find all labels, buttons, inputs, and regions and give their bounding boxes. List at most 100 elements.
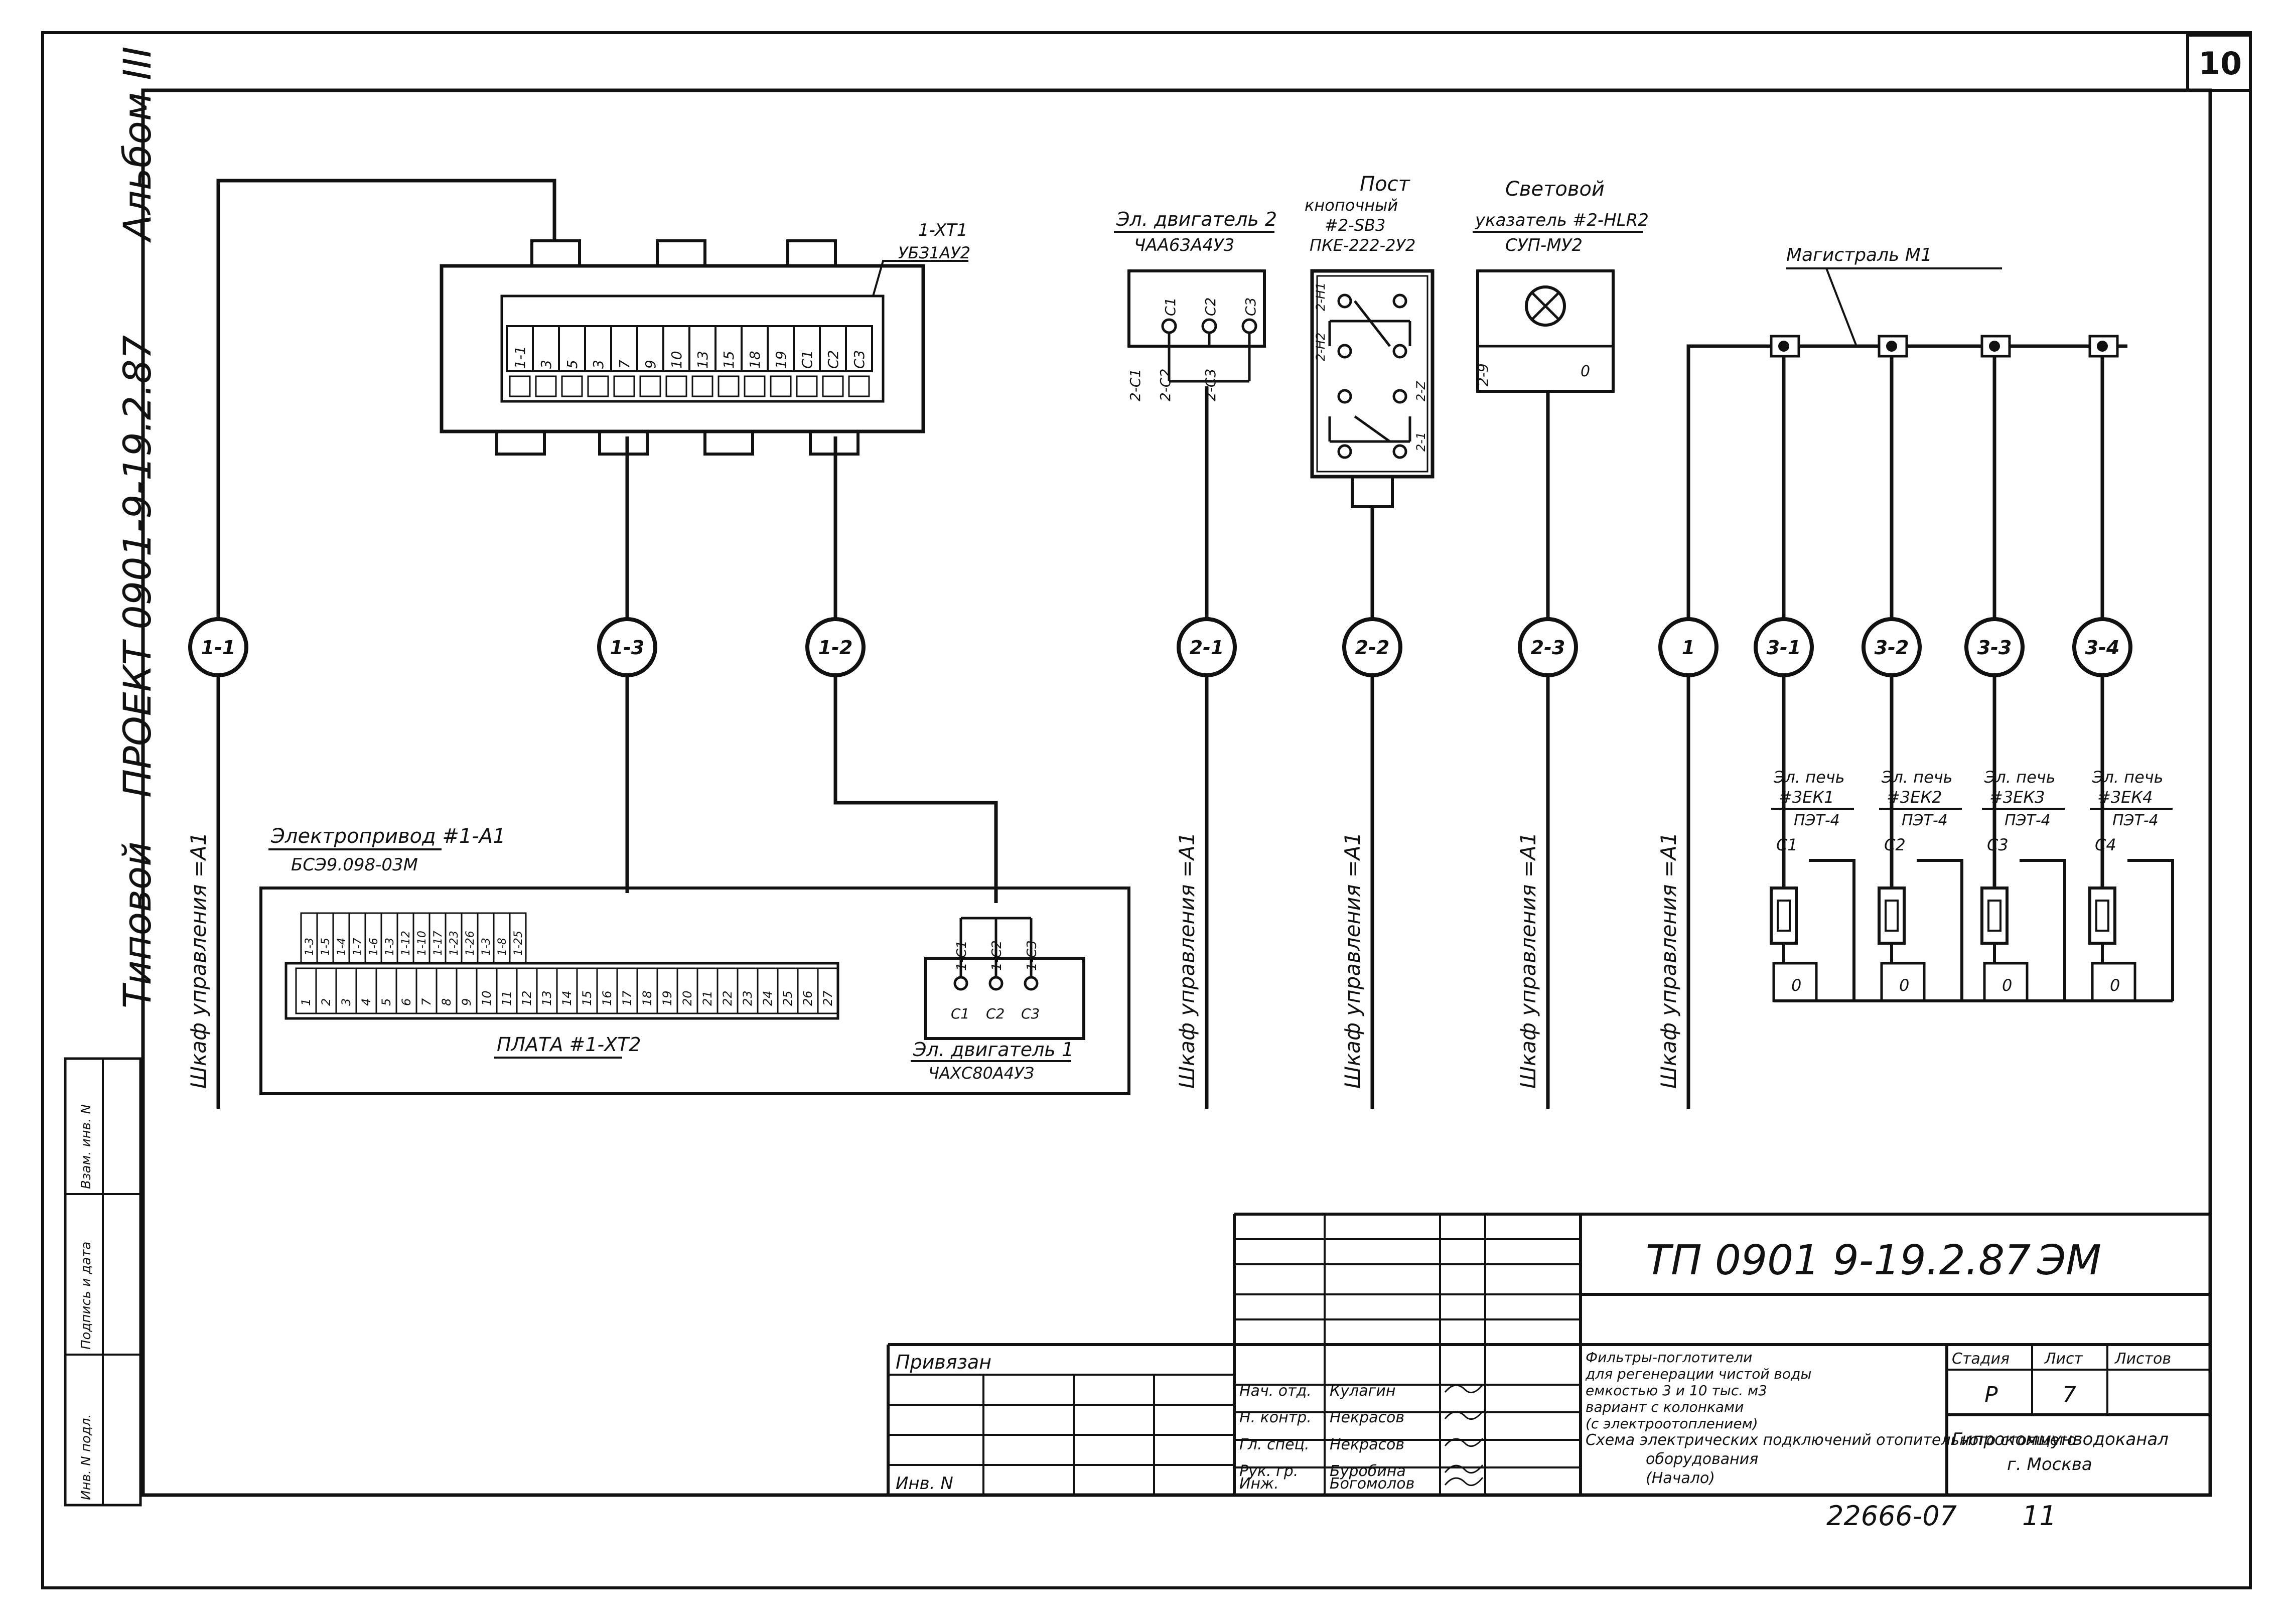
plate-bottom-label: 21 bbox=[700, 990, 714, 1006]
signature-scribble bbox=[1444, 1477, 1484, 1487]
plate-bottom-label: 11 bbox=[500, 990, 514, 1006]
plate-bottom-label: 9 bbox=[460, 998, 474, 1006]
signature-name: Буробина bbox=[1330, 1462, 1406, 1480]
heater-terminal: С2 bbox=[1884, 835, 1906, 854]
wire-marker-icon bbox=[1964, 617, 2025, 677]
terminal-foot bbox=[744, 375, 766, 397]
wire-marker-label: 1-2 bbox=[818, 637, 853, 659]
signature-scribble bbox=[1444, 1384, 1484, 1394]
wire-marker-label: 3-4 bbox=[2085, 637, 2120, 659]
motor-terminal-icon bbox=[1161, 318, 1177, 334]
heater-element-icon bbox=[1770, 887, 1798, 945]
sheet-description-line: (Начало) bbox=[1646, 1469, 1715, 1487]
heater-model: ПЭТ-4 bbox=[2005, 812, 2051, 829]
post-title2: кнопочный bbox=[1305, 196, 1398, 215]
description-line: емкостью 3 и 10 тыс. м3 bbox=[1586, 1382, 1767, 1399]
stamp-inv-label: Инв. N подл. bbox=[79, 1414, 94, 1500]
terminal-foot bbox=[639, 375, 661, 397]
terminal-cell bbox=[845, 325, 873, 372]
heater-model: ПЭТ-4 bbox=[2112, 812, 2159, 829]
light-ref: указатель #2-HLR2 bbox=[1475, 210, 1649, 230]
post-wire-label: 2-1 bbox=[1414, 432, 1428, 452]
terminal-foot bbox=[561, 375, 583, 397]
terminal-foot bbox=[535, 375, 557, 397]
plate-bottom-label: 16 bbox=[600, 990, 614, 1006]
plate-bottom-label: 23 bbox=[741, 990, 755, 1006]
light-indicator: Световой указатель #2-HLR2 СУП-МУ2 2-9 0 bbox=[1473, 178, 1649, 393]
plate-top-label: 1-3 bbox=[304, 938, 316, 956]
wire-marker-label: 3-1 bbox=[1767, 637, 1801, 659]
terminal-foot bbox=[509, 375, 531, 397]
plate-top-label: 1-7 bbox=[352, 938, 364, 956]
plate-top-label: 1-8 bbox=[496, 938, 509, 956]
light-model: СУП-МУ2 bbox=[1505, 235, 1583, 255]
plate-bottom-label: 5 bbox=[379, 998, 393, 1006]
post-wire-labels: 2-H12-H22-Z2-1 bbox=[1314, 282, 1428, 452]
inv-label: Инв. N bbox=[896, 1473, 953, 1494]
signature-role: Рук. гр. bbox=[1239, 1462, 1298, 1480]
wire-marker-label: 3-3 bbox=[1977, 637, 2012, 659]
plate-bottom-label: 17 bbox=[620, 990, 634, 1006]
signature-scribble bbox=[1444, 1411, 1484, 1420]
plate-bottom-label: 14 bbox=[560, 990, 574, 1006]
cabinet-label: Шкаф управления =А1 bbox=[1656, 832, 1681, 1089]
post-wire-label: 2-H2 bbox=[1314, 333, 1328, 361]
heater-ref: #3ЕК1 bbox=[1779, 788, 1834, 807]
wire-marker-label: 1-3 bbox=[610, 637, 645, 659]
terminal-foot bbox=[587, 375, 609, 397]
plate-bottom-label: 6 bbox=[399, 998, 413, 1006]
wire-marker-icon bbox=[1342, 617, 1402, 677]
actuator-title: Электропривод #1-А1 bbox=[270, 825, 506, 848]
sheet-number-box bbox=[2186, 34, 2252, 92]
org-city: г. Москва bbox=[2007, 1454, 2092, 1474]
heater-zero: 0 bbox=[2002, 976, 2012, 995]
wire-marker-icon bbox=[597, 617, 657, 677]
wire-marker-label: 2-1 bbox=[1190, 637, 1224, 659]
cabinet-label: Шкаф управления =А1 bbox=[186, 832, 211, 1089]
wire-marker-icon bbox=[1177, 617, 1237, 677]
plate-bottom-label: 7 bbox=[419, 998, 434, 1006]
sheet-header: Лист bbox=[2044, 1350, 2084, 1368]
plate-top-label: 1-10 bbox=[416, 931, 428, 956]
terminal-label: С3 bbox=[851, 350, 868, 369]
terminal-label: 9 bbox=[642, 360, 659, 369]
wire-marker-icon bbox=[1518, 617, 1578, 677]
light-zero: 0 bbox=[1581, 363, 1590, 380]
title-block: ТП 0901 9-19.2.87 ЭМ Привязан Инв. N Нач… bbox=[887, 1213, 2210, 1532]
terminal-foot bbox=[848, 375, 870, 397]
terminal-label: 3 bbox=[538, 360, 554, 369]
cabinet-label: Шкаф управления =А1 bbox=[1340, 832, 1365, 1089]
motor1-box bbox=[924, 957, 1085, 1040]
plate-bottom-label: 26 bbox=[801, 990, 815, 1006]
terminal-label: 18 bbox=[747, 351, 763, 369]
plate-bottom-label: 20 bbox=[680, 990, 694, 1006]
post-title1: Пост bbox=[1360, 173, 1411, 196]
light-title: Световой bbox=[1505, 178, 1605, 201]
motor1-model: ЧАХС80А4УЗ bbox=[928, 1064, 1034, 1083]
motor1-wire-label: 1-С2 bbox=[989, 940, 1005, 971]
plate-bottom-label: 12 bbox=[520, 990, 534, 1006]
description-line: (с электроотоплением) bbox=[1586, 1415, 1758, 1432]
description-line: вариант с колонками bbox=[1586, 1399, 1744, 1415]
motor-terminal-label: С3 bbox=[1242, 298, 1259, 316]
wire-marker-label: 2-3 bbox=[1531, 637, 1565, 659]
description-line: для регенерации чистой воды bbox=[1585, 1366, 1812, 1382]
heater-model: ПЭТ-4 bbox=[1902, 812, 1948, 829]
wire-marker-icon bbox=[1658, 617, 1719, 677]
trunk-label: Магистраль М1 bbox=[1786, 245, 1932, 265]
motor-2: Эл. двигатель 2 ЧАА63А4У3 С12-С1С22-С2С3… bbox=[1114, 208, 1277, 401]
terminal-label: 3 bbox=[590, 360, 607, 369]
plate-top-label: 1-26 bbox=[464, 931, 477, 956]
motor1-terminal-label: С1 bbox=[951, 1005, 969, 1022]
motor1-terminal-icon bbox=[1024, 976, 1039, 991]
sheet-description-line: оборудования bbox=[1646, 1450, 1758, 1468]
sheet-number: 10 bbox=[2199, 45, 2242, 82]
stage-header: Стадия bbox=[1952, 1350, 2010, 1368]
terminal-label: 7 bbox=[616, 360, 633, 369]
drawing-number: 22666-07 bbox=[1826, 1500, 1957, 1532]
heater-ref: #3ЕК2 bbox=[1887, 788, 1942, 807]
left-stamp: Инв. N подл. Подпись и дата Взам. инв. N bbox=[64, 1057, 142, 1507]
wire-marker-icon bbox=[1754, 617, 1814, 677]
